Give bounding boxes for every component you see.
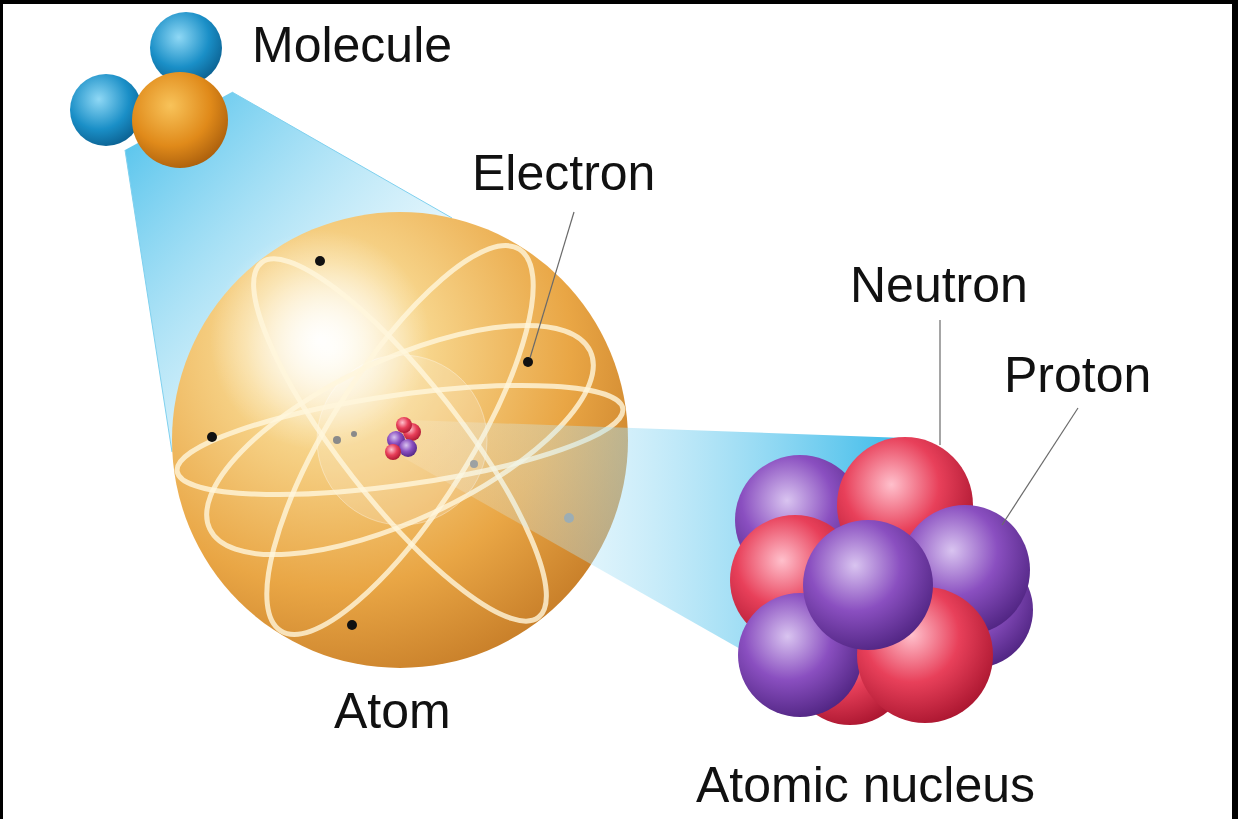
neutron-label: Neutron (850, 258, 1028, 313)
atom-label: Atom (334, 684, 451, 739)
molecule-label: Molecule (252, 18, 452, 73)
nucleus-label: Atomic nucleus (696, 758, 1035, 813)
proton-label: Proton (1004, 348, 1151, 403)
electron-label: Electron (472, 146, 655, 201)
